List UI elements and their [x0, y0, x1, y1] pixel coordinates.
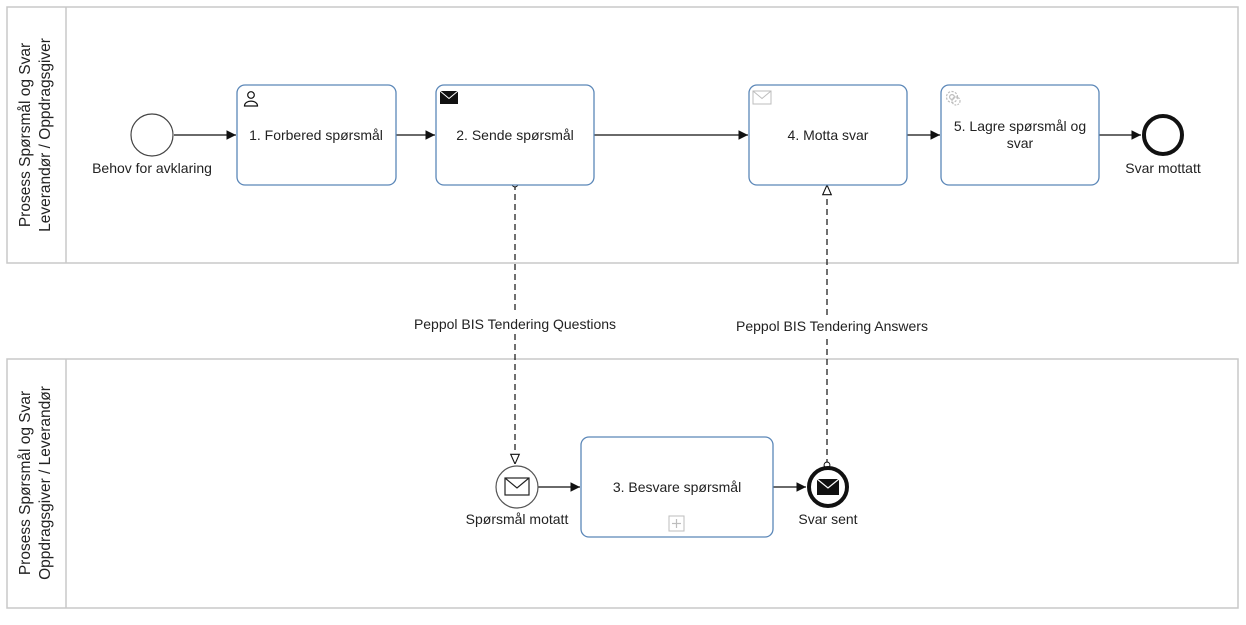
task-5-label-line1: 5. Lagre spørsmål og: [954, 118, 1086, 134]
message-flow-answers-label: Peppol BIS Tendering Answers: [736, 318, 928, 334]
task-3-label: 3. Besvare spørsmål: [613, 479, 741, 495]
message-flow-answers-label-bg: [735, 316, 929, 336]
message-flow-questions-label: Peppol BIS Tendering Questions: [414, 316, 616, 332]
end-event-top[interactable]: Svar mottatt: [1125, 114, 1201, 176]
task-3[interactable]: 3. Besvare spørsmål: [580, 436, 774, 538]
task-2-label: 2. Sende spørsmål: [456, 127, 574, 143]
user-icon: [243, 91, 259, 107]
task-1-label: 1. Forbered spørsmål: [249, 127, 383, 143]
send-envelope-icon: [439, 90, 459, 104]
pool-top-title-line1: Prosess Spørsmål og Svar: [17, 43, 34, 227]
gear-icon: [945, 90, 961, 106]
start-event-label: Behov for avklaring: [92, 160, 212, 176]
message-flow-questions-label-bg: [414, 314, 616, 334]
task-2[interactable]: 2. Sende spørsmål: [435, 84, 595, 186]
task-1[interactable]: 1. Forbered spørsmål: [236, 84, 397, 186]
task-5[interactable]: 5. Lagre spørsmål og svar: [940, 84, 1100, 186]
message-start-event[interactable]: Spørsmål motatt: [466, 465, 569, 527]
message-flow-questions: Peppol BIS Tendering Questions: [414, 184, 616, 464]
end-event-top-label: Svar mottatt: [1125, 160, 1201, 176]
task-4[interactable]: 4. Motta svar: [748, 84, 908, 186]
message-end-event[interactable]: Svar sent: [798, 466, 858, 527]
pool-bottom-title-line2: Oppdragsgiver / Leverandør: [37, 386, 54, 580]
task-5-label-line2: svar: [1007, 135, 1034, 151]
envelope-filled-icon: [816, 478, 840, 495]
envelope-icon: [504, 477, 530, 496]
subprocess-plus-icon[interactable]: [668, 515, 685, 532]
pool-bottom-title-line1: Prosess Spørsmål og Svar: [17, 391, 34, 575]
receive-envelope-icon: [752, 90, 772, 105]
message-flow-answers: Peppol BIS Tendering Answers: [735, 185, 929, 465]
task-4-label: 4. Motta svar: [788, 127, 869, 143]
message-start-event-label: Spørsmål motatt: [466, 511, 569, 527]
start-event[interactable]: Behov for avklaring: [92, 113, 212, 176]
message-end-event-label: Svar sent: [798, 511, 857, 527]
pool-top-title-line2: Leverandør / Oppdragsgiver: [37, 38, 54, 232]
